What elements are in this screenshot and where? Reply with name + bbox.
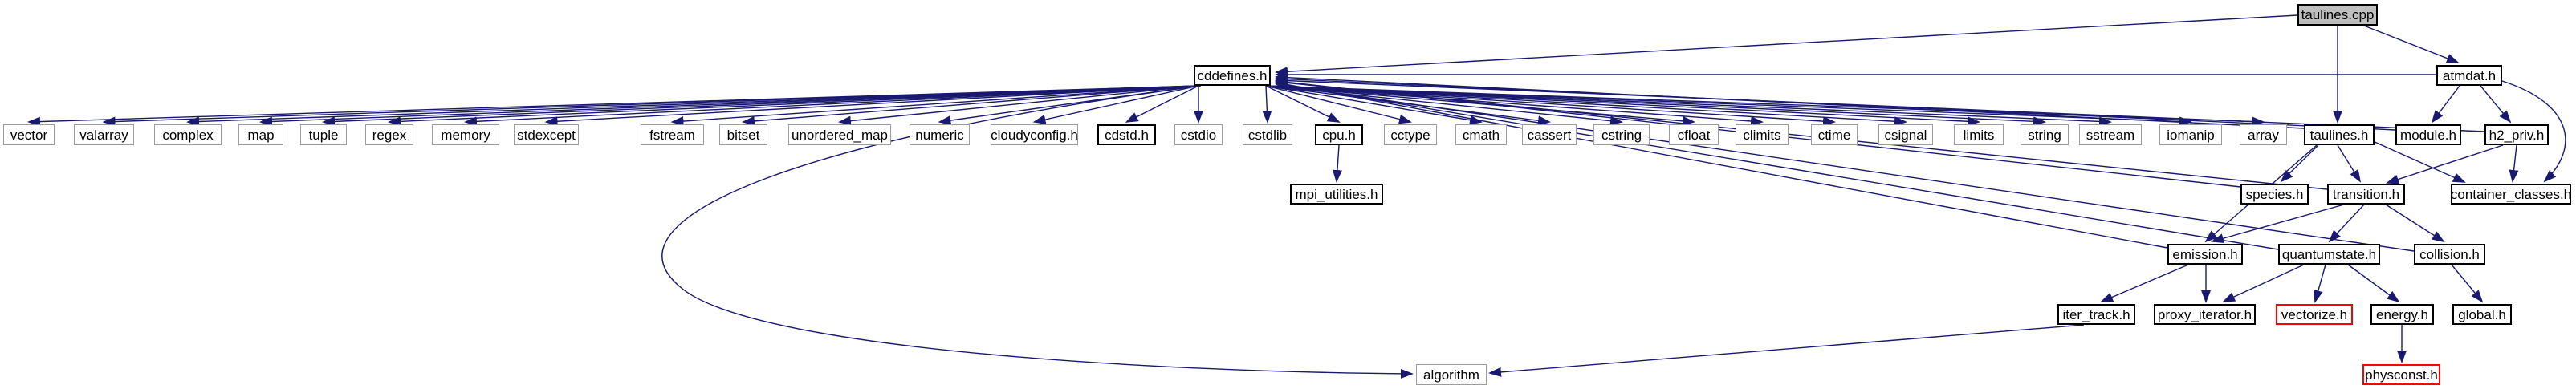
node-taulines-h[interactable]: taulines.h bbox=[2304, 124, 2375, 145]
node-iter-track-h[interactable]: iter_track.h bbox=[2057, 304, 2135, 325]
edge-cddefines-h-to-cpu-h bbox=[1265, 85, 1341, 123]
node-cassert: cassert bbox=[1522, 124, 1577, 145]
edge-h2-priv-h-to-container-classes-h bbox=[2509, 144, 2519, 183]
node-emission-h[interactable]: emission.h bbox=[2167, 244, 2243, 265]
edge-atmdat-h-to-h2-priv-h bbox=[2480, 85, 2512, 124]
edge-collision-h-to-global-h bbox=[2451, 264, 2484, 303]
edge-cddefines-h-to-cmath bbox=[1265, 85, 1483, 125]
node-complex: complex bbox=[154, 124, 222, 145]
node-species-h[interactable]: species.h bbox=[2240, 184, 2309, 205]
node-numeric: numeric bbox=[910, 124, 970, 145]
edge-cddefines-h-to-array bbox=[1265, 85, 2265, 127]
edge-cddefines-h-to-ctime bbox=[1265, 85, 1836, 127]
node-global-h[interactable]: global.h bbox=[2452, 304, 2512, 325]
edge-cddefines-h-to-numeric bbox=[938, 85, 1199, 126]
edge-atmdat-h-to-container-classes-h bbox=[2501, 80, 2566, 183]
node-fstream: fstream bbox=[641, 124, 704, 145]
edge-cddefines-h-to-cstdlib bbox=[1262, 85, 1272, 124]
node-string: string bbox=[2021, 124, 2069, 145]
edge-taulines-h-to-container-classes-h bbox=[2372, 140, 2466, 183]
edge-atmdat-h-to-module-h bbox=[2431, 85, 2460, 124]
node-cstdlib: cstdlib bbox=[1243, 124, 1292, 145]
node-stdexcept: stdexcept bbox=[514, 124, 579, 145]
node-cstring: cstring bbox=[1593, 124, 1650, 145]
edge-quantumstate-h-to-vectorize-h bbox=[2314, 264, 2326, 303]
node-taulines-cpp: taulines.cpp bbox=[2297, 4, 2378, 26]
node-cmath: cmath bbox=[1455, 124, 1507, 145]
edge-quantumstate-h-to-energy-h bbox=[2347, 264, 2400, 303]
node-module-h[interactable]: module.h bbox=[2395, 124, 2461, 145]
edge-cddefines-h-to-cstring bbox=[1265, 85, 1623, 126]
node-collision-h[interactable]: collision.h bbox=[2414, 244, 2485, 265]
edge-quantumstate-h-to-cddefines-h bbox=[1275, 80, 2279, 250]
edge-transition-h-to-collision-h bbox=[2385, 204, 2445, 243]
node-climits: climits bbox=[1736, 124, 1789, 145]
node-mpi-utilities-h[interactable]: mpi_utilities.h bbox=[1290, 184, 1383, 205]
node-iomanip: iomanip bbox=[2159, 124, 2222, 145]
edge-cddefines-h-to-cctype bbox=[1265, 85, 1412, 124]
edge-cddefines-h-to-climits bbox=[1265, 85, 1764, 126]
edge-taulines-h-to-species-h bbox=[2280, 144, 2319, 183]
edge-cddefines-h-to-unordered-map bbox=[838, 85, 1199, 126]
edge-cddefines-h-to-fstream bbox=[670, 85, 1199, 127]
node-tuple: tuple bbox=[300, 124, 347, 145]
node-bitset: bitset bbox=[719, 124, 767, 145]
node-vector: vector bbox=[3, 124, 55, 145]
node-sstream: sstream bbox=[2079, 124, 2142, 145]
node-ctime: ctime bbox=[1811, 124, 1858, 145]
node-cctype: cctype bbox=[1384, 124, 1437, 145]
node-unordered-map: unordered_map bbox=[788, 124, 891, 145]
edge-cddefines-h-to-stdexcept bbox=[544, 85, 1199, 127]
edge-transition-h-to-emission-h bbox=[2211, 204, 2345, 243]
node-physconst-h[interactable]: physconst.h bbox=[2362, 364, 2440, 385]
node-transition-h[interactable]: transition.h bbox=[2327, 184, 2405, 205]
node-limits: limits bbox=[1954, 124, 2004, 145]
node-cdstd-h[interactable]: cdstd.h bbox=[1097, 124, 1156, 145]
node-regex: regex bbox=[365, 124, 413, 145]
edge-cddefines-h-to-cfloat bbox=[1265, 85, 1695, 126]
edge-cddefines-h-to-regex bbox=[388, 85, 1199, 127]
edge-cpu-h-to-mpi-utilities-h bbox=[1332, 144, 1342, 183]
node-cloudyconfig-h: cloudyconfig.h bbox=[991, 124, 1078, 145]
edge-cddefines-h-to-cloudyconfig-h bbox=[1032, 85, 1199, 124]
edge-h2-priv-h-to-transition-h bbox=[2386, 144, 2504, 184]
node-csignal: csignal bbox=[1878, 124, 1933, 145]
node-algorithm: algorithm bbox=[1416, 364, 1487, 385]
node-valarray: valarray bbox=[74, 124, 134, 145]
node-container-classes-h[interactable]: container_classes.h bbox=[2451, 184, 2571, 205]
node-energy-h[interactable]: energy.h bbox=[2370, 304, 2434, 325]
edge-emission-h-to-cddefines-h bbox=[1275, 79, 2168, 249]
edge-cddefines-h-to-memory bbox=[464, 85, 1199, 127]
node-h2-priv-h[interactable]: h2_priv.h bbox=[2484, 124, 2549, 145]
edge-cddefines-h-to-bitset bbox=[742, 85, 1199, 126]
node-atmdat-h[interactable]: atmdat.h bbox=[2436, 65, 2502, 86]
edge-h2-priv-h-to-cddefines-h bbox=[1275, 75, 2485, 132]
node-cddefines-h[interactable]: cddefines.h bbox=[1194, 65, 1271, 86]
edge-transition-h-to-quantumstate-h bbox=[2328, 204, 2365, 243]
node-vectorize-h[interactable]: vectorize.h bbox=[2276, 304, 2353, 325]
node-memory: memory bbox=[432, 124, 499, 145]
edge-taulines-h-to-transition-h bbox=[2337, 144, 2362, 183]
edge-cddefines-h-to-cdstd-h bbox=[1125, 85, 1199, 123]
node-map: map bbox=[238, 124, 283, 145]
node-cpu-h[interactable]: cpu.h bbox=[1315, 124, 1363, 145]
node-proxy-iterator-h[interactable]: proxy_iterator.h bbox=[2154, 304, 2256, 325]
edge-cddefines-h-to-cassert bbox=[1265, 85, 1551, 126]
edge-taulines-cpp-to-cddefines-h bbox=[1275, 14, 2298, 77]
edge-collision-h-to-cddefines-h bbox=[1275, 81, 2415, 252]
node-cstdio: cstdio bbox=[1174, 124, 1223, 145]
edge-quantumstate-h-to-proxy-iterator-h bbox=[2222, 264, 2305, 302]
edge-emission-h-to-iter-track-h bbox=[2100, 264, 2189, 302]
node-quantumstate-h[interactable]: quantumstate.h bbox=[2278, 244, 2380, 265]
edge-iter-track-h-to-algorithm bbox=[1488, 324, 2085, 377]
node-array: array bbox=[2240, 124, 2287, 145]
node-cfloat: cfloat bbox=[1669, 124, 1719, 145]
edge-taulines-cpp-to-atmdat-h bbox=[2363, 25, 2460, 63]
edge-cddefines-h-to-csignal bbox=[1265, 85, 1907, 127]
